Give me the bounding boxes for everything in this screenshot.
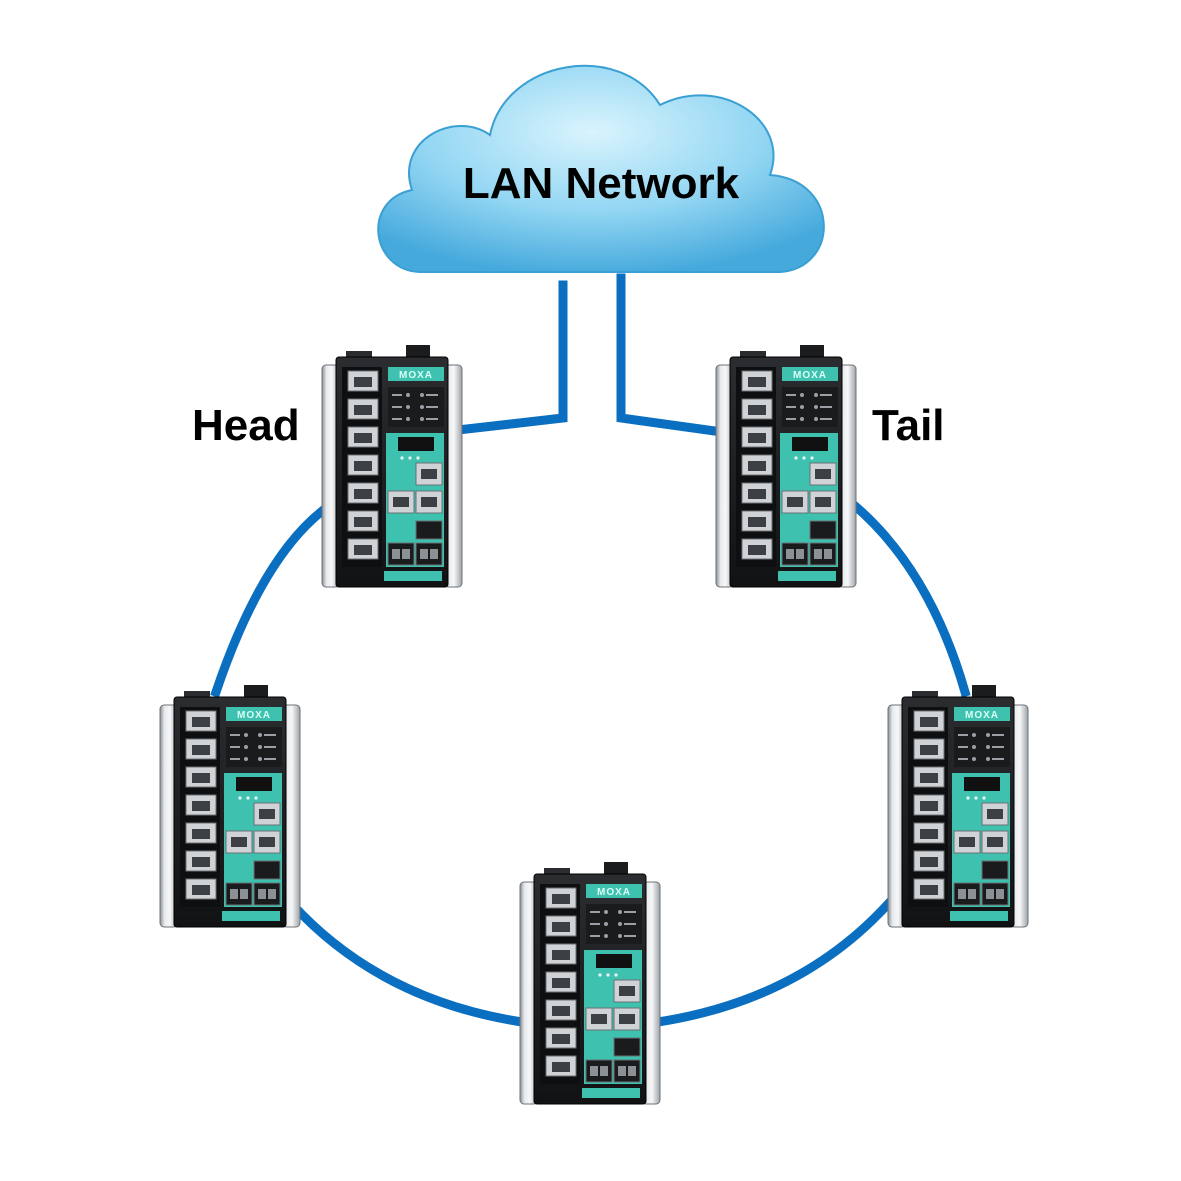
ring-cable-tail-right (847, 498, 971, 698)
ring-cable-head-left (210, 501, 333, 698)
head-label: Head (192, 401, 300, 450)
network-cables (210, 273, 971, 1028)
ring-cable-left-bottom (285, 897, 528, 1028)
switch-ring-right (887, 684, 1029, 928)
cloud-label: LAN Network (463, 159, 740, 208)
switch-ring-left (159, 684, 301, 928)
switch-ring-bottom (519, 861, 661, 1105)
tail-label: Tail (872, 401, 945, 450)
switch-tail (715, 344, 857, 588)
switch-head (321, 344, 463, 588)
tail-uplink-cable (616, 273, 728, 438)
ring-cable-right-bottom (652, 897, 895, 1028)
head-uplink-cable (453, 280, 568, 435)
lan-cloud: LAN Network (377, 64, 825, 273)
